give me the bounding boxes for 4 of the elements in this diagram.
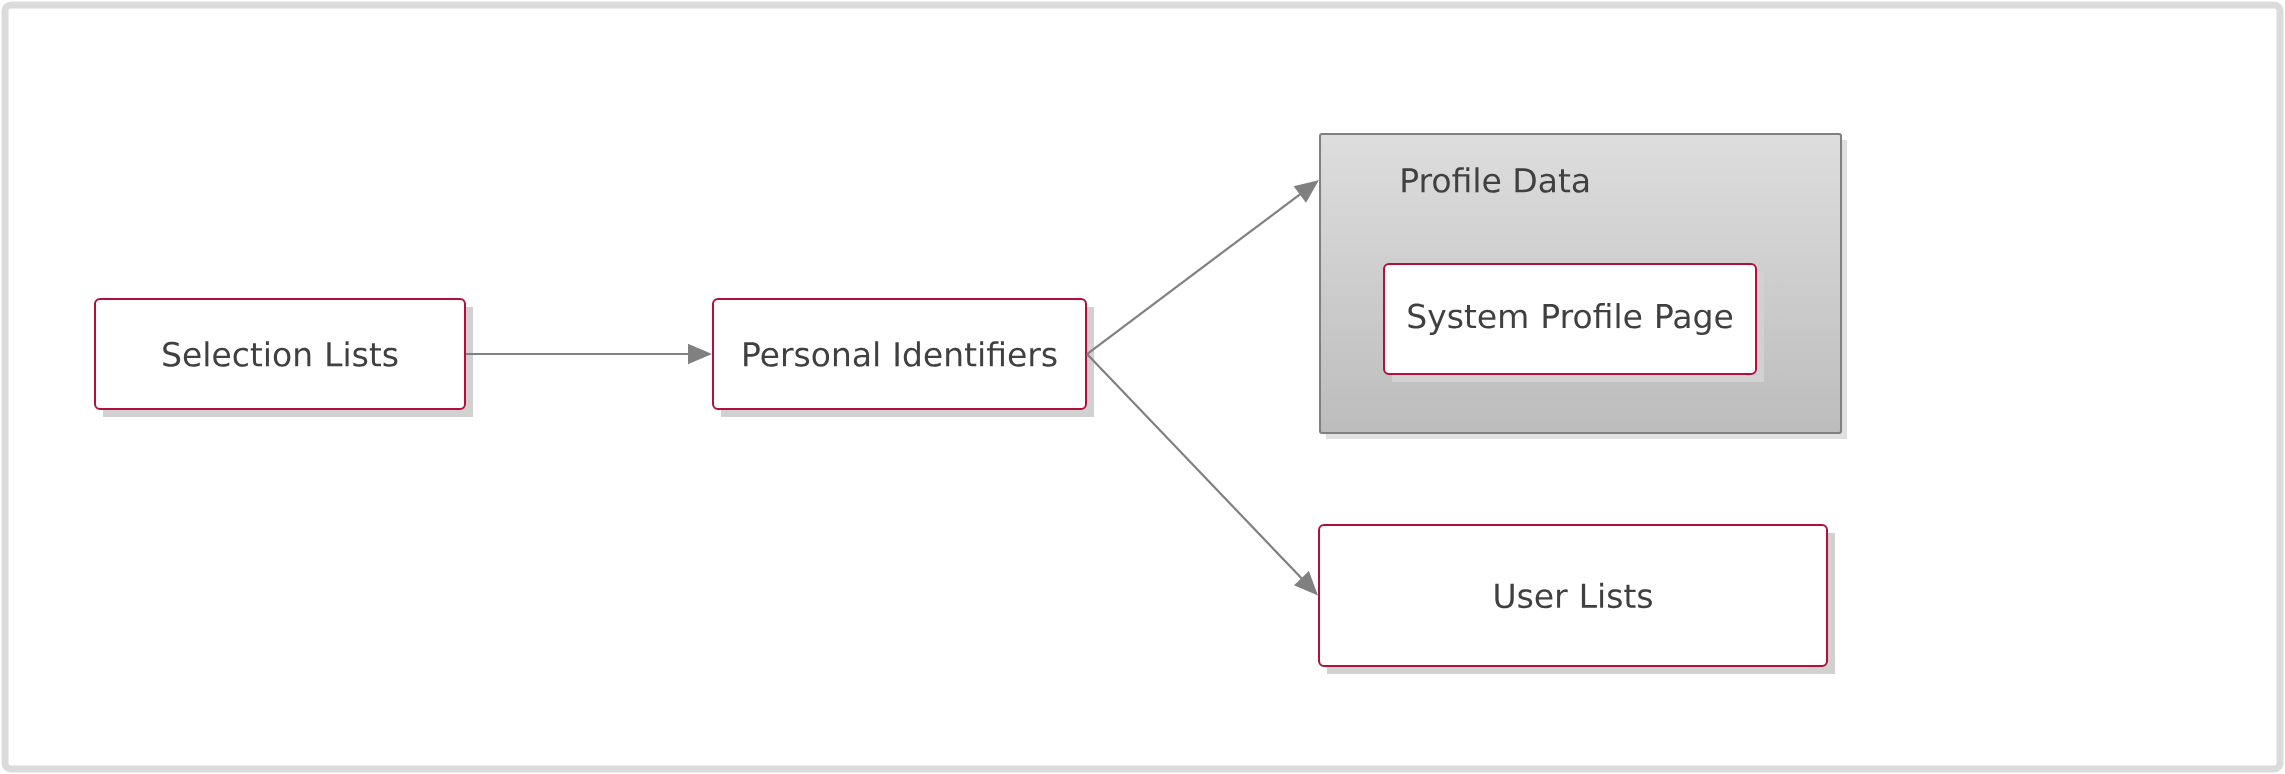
process-box: System Profile Page <box>1383 263 1764 382</box>
process-box: Selection Lists <box>94 298 473 417</box>
process-box: Personal Identifiers <box>712 298 1094 417</box>
process-box: User Lists <box>1318 524 1835 674</box>
